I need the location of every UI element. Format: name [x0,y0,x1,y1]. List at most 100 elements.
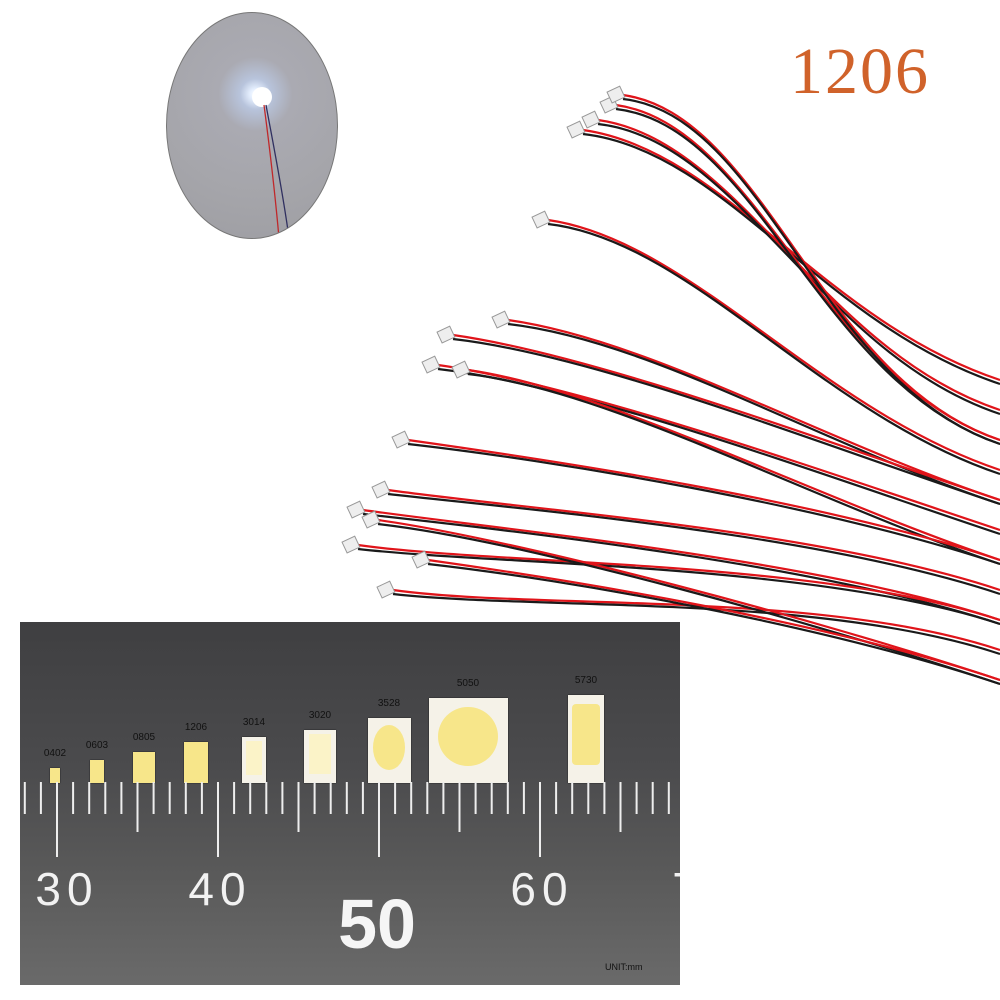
wire [377,522,1000,686]
ruler-tick [88,782,91,814]
ruler-tick [410,782,413,814]
wire [377,518,1000,682]
ruler-tick [394,782,397,814]
wire [547,222,1000,476]
smd-led-head [436,325,456,344]
smd-led-head [491,310,511,329]
ruler-tick [104,782,107,814]
ruler-tick [635,782,638,814]
lit-led-inset [166,12,338,239]
wire [357,543,1000,622]
smd-led-1206 [184,742,208,783]
ruler-tick [265,782,268,814]
wire [387,488,1000,592]
smd-led-head [376,580,396,599]
smd-led-3020 [304,730,336,783]
led-size-label: 3528 [377,698,401,709]
led-size-label: 1206 [184,722,208,733]
ruler-tick [23,782,26,814]
wire [387,492,1000,596]
ruler-tick [490,782,493,814]
ruler-tick [555,782,558,814]
product-size-title: 1206 [790,35,930,108]
unit-label: UNIT:mm [605,962,643,972]
wire [622,97,1000,446]
led-emitter [245,740,263,776]
ruler-tick [587,782,590,814]
ruler-tick [168,782,171,814]
ruler-tick [619,782,622,832]
smd-led-0805 [133,752,155,783]
wire [597,122,1000,416]
ruler-tick [39,782,42,814]
ruler-tick [651,782,654,814]
wire [407,442,1000,566]
led-size-label: 5730 [574,675,598,686]
ruler-tick [313,782,316,814]
wire [427,558,1000,682]
led-emitter [572,703,600,766]
ruler-number: 30 [35,863,99,915]
led-size-label: 0603 [85,740,109,751]
smd-led-head [391,430,411,449]
smd-led-head [581,110,601,129]
ruler-tick [249,782,252,814]
led-size-label: 0402 [43,748,67,759]
wire [622,93,1000,442]
led-emitter [372,724,406,770]
ruler-tick [72,782,75,814]
led-size-label: 3020 [308,710,332,721]
wire [507,322,1000,506]
led-size-label: 3014 [242,717,266,728]
led-emitter [133,752,155,783]
smd-led-0402 [50,768,60,783]
smd-led-5050 [428,698,508,783]
led-emitter [50,768,60,783]
ruler-tick [120,782,123,814]
smd-led-head [606,85,626,104]
smd-led-0603 [90,760,104,783]
ruler-tick [474,782,477,814]
wire [452,333,1000,502]
ruler-tick [506,782,509,814]
ruler-tick [329,782,332,814]
wire [582,128,1000,382]
ruler-tick [442,782,445,814]
ruler-tick [217,782,219,857]
wire [407,438,1000,562]
ruler-tick [539,782,541,857]
smd-led-head [531,210,551,229]
smd-led-head [421,355,441,374]
smd-led-head [411,550,431,569]
smd-led-head [451,360,471,379]
led-size-label: 0805 [132,732,156,743]
wire [357,547,1000,626]
smd-led-head [346,500,366,519]
smd-led-5730 [568,695,604,783]
ruler-tick [378,782,380,857]
ruler-tick [152,782,155,814]
ruler-tick [426,782,429,814]
smd-led-head [371,480,391,499]
ruler-tick [345,782,348,814]
ruler-tick [56,782,58,857]
ruler-big-number: 50 [338,885,416,963]
wire [467,368,1000,562]
ruler-tick [458,782,461,832]
wire [547,218,1000,472]
ruler-tick [603,782,606,814]
wire [362,508,1000,622]
smd-led-head [341,535,361,554]
ruler-ticks [23,782,670,857]
wire [392,592,1000,656]
ruler-tick [522,782,525,814]
smd-led-head [566,120,586,139]
ruler-tick [200,782,203,814]
wire [452,337,1000,506]
wire [507,318,1000,502]
lit-led-icon [252,87,290,238]
led-emitter [90,760,104,783]
wire [597,118,1000,412]
